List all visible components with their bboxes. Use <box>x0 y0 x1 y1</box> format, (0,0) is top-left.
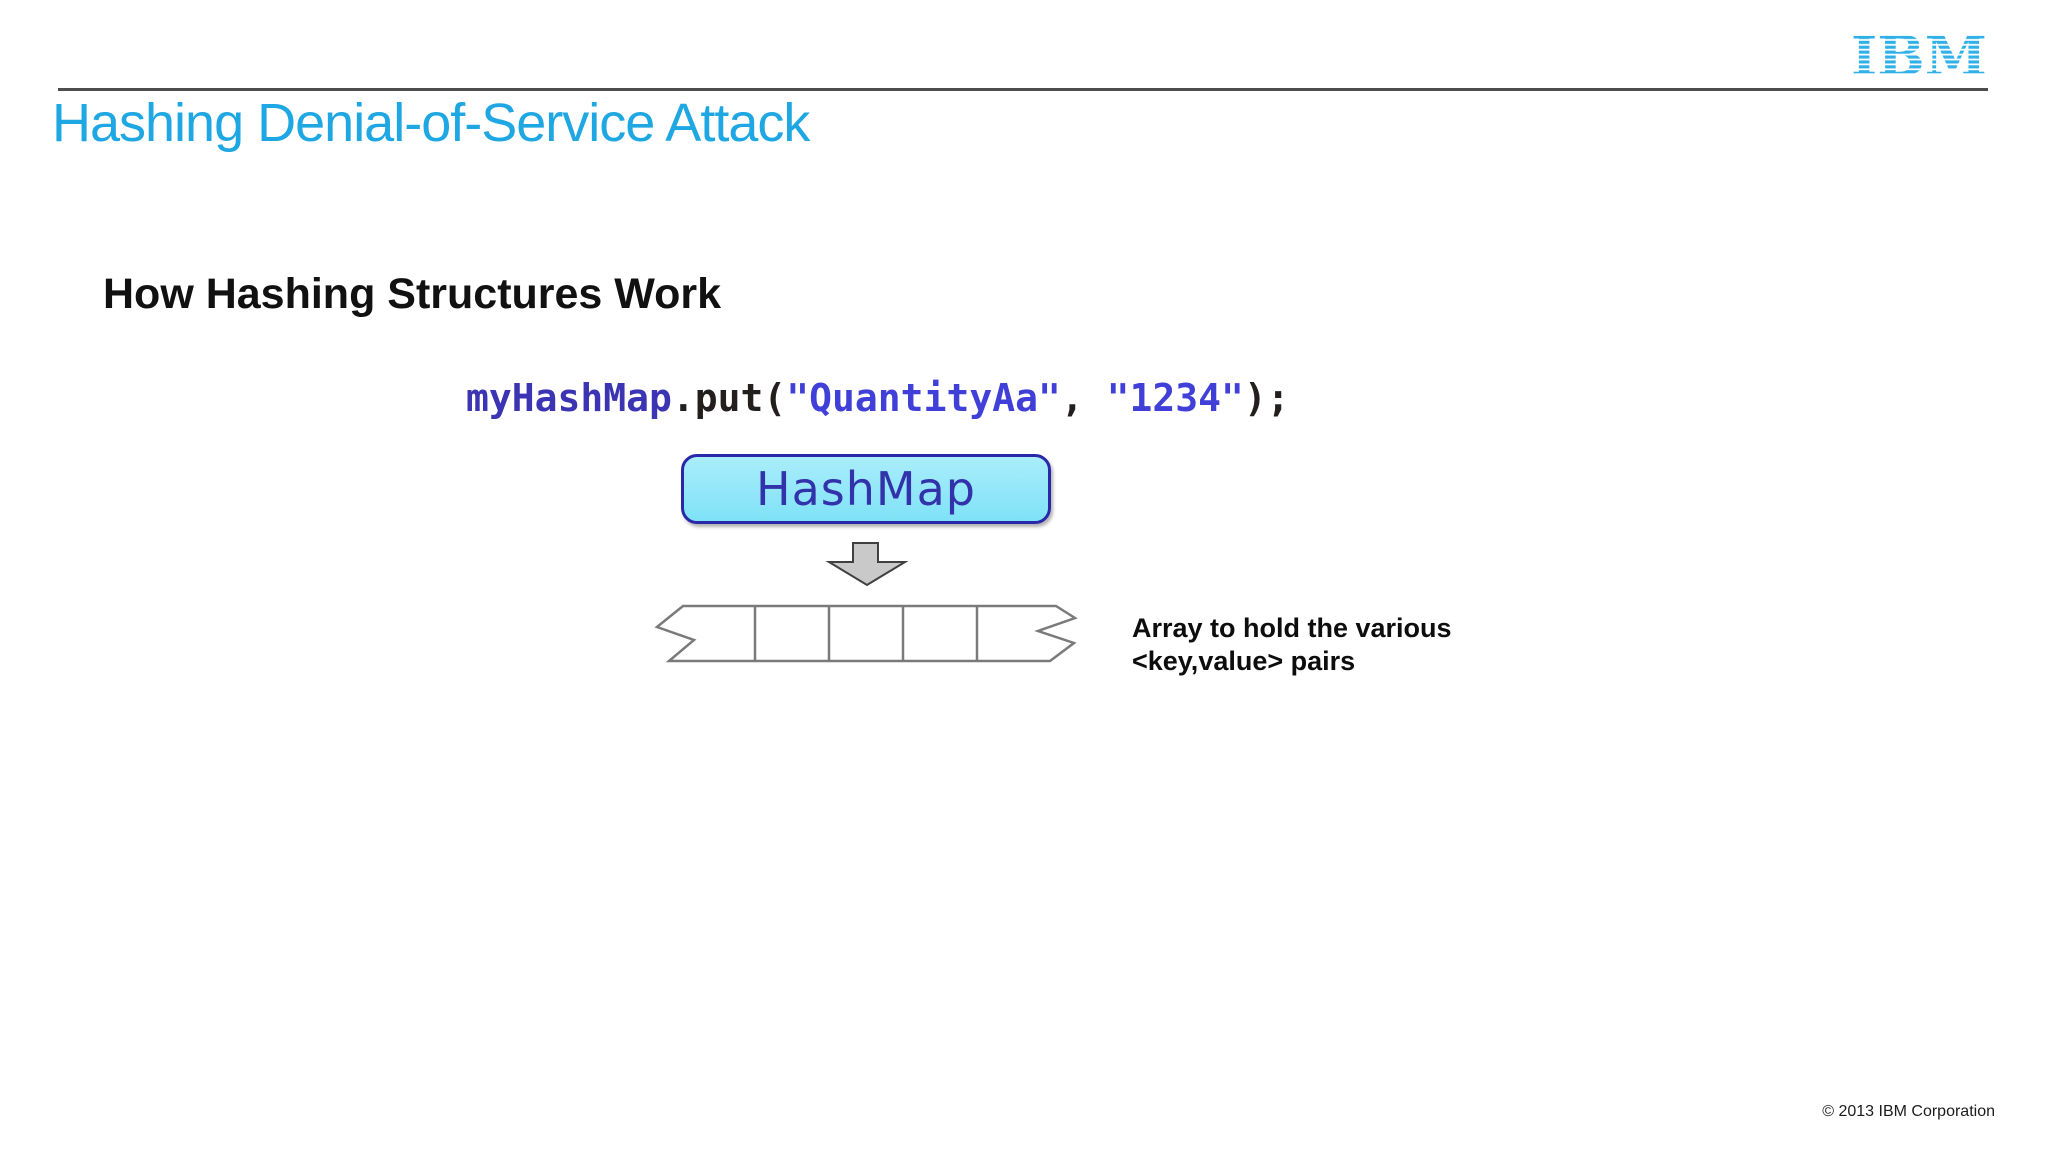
copyright-notice: © 2013 IBM Corporation <box>1822 1103 1995 1120</box>
code-comma: , <box>1060 376 1107 420</box>
code-arg-value: "1234" <box>1106 376 1244 420</box>
hashmap-box: HashMap <box>681 454 1051 524</box>
code-identifier: myHashMap <box>466 376 672 420</box>
ibm-logo: IBM <box>1849 24 1993 88</box>
ibm-logo-text: IBM <box>1851 30 1987 82</box>
header-rule <box>58 88 1988 91</box>
array-caption-line1: Array to hold the various <box>1132 613 1452 643</box>
slide-title: Hashing Denial-of-Service Attack <box>52 93 810 153</box>
code-method: .put( <box>671 376 787 420</box>
array-caption: Array to hold the various <key,value> pa… <box>1132 612 1452 678</box>
code-close: ); <box>1243 376 1290 420</box>
array-graphic <box>650 600 1090 675</box>
hashmap-label: HashMap <box>756 462 976 516</box>
array-outline <box>654 604 1078 663</box>
code-arg-key: "QuantityAa" <box>786 376 1061 420</box>
array-caption-line2: <key,value> pairs <box>1132 646 1356 676</box>
section-heading: How Hashing Structures Work <box>103 270 722 318</box>
code-snippet: myHashMap.put("QuantityAa", "1234"); <box>466 372 1290 425</box>
down-arrow-icon <box>818 538 918 595</box>
